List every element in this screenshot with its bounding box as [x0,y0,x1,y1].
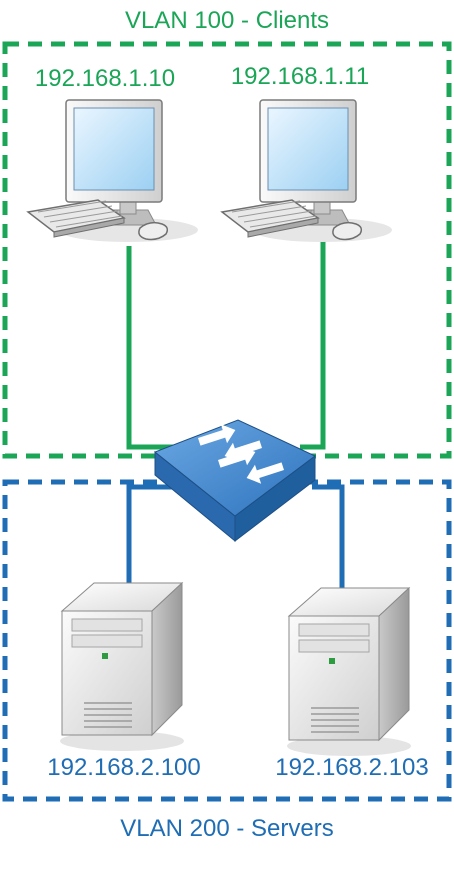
client-1-ip: 192.168.1.10 [35,65,175,92]
link-switch-server-2 [312,484,345,592]
desktop-computer-icon [27,99,199,243]
vlan-200-boundary [2,479,452,802]
link-switch-server-1 [126,484,172,585]
server-1-ip: 192.168.2.100 [47,754,200,781]
desktop-computer-icon [221,99,393,243]
link-client-2-switch-line [300,203,326,450]
server-2-ip: 192.168.2.103 [275,754,428,781]
link-client-1-switch [126,246,180,450]
network-switch-icon [154,419,316,543]
vlan-200-title: VLAN 200 - Servers [120,815,333,842]
client-2-ip: 192.168.1.11 [231,63,369,90]
server-tower-icon [286,587,412,757]
vlan-100-boundary [2,41,452,459]
vlan-100-title: VLAN 100 - Clients [125,7,329,34]
server-tower-icon [59,582,185,752]
